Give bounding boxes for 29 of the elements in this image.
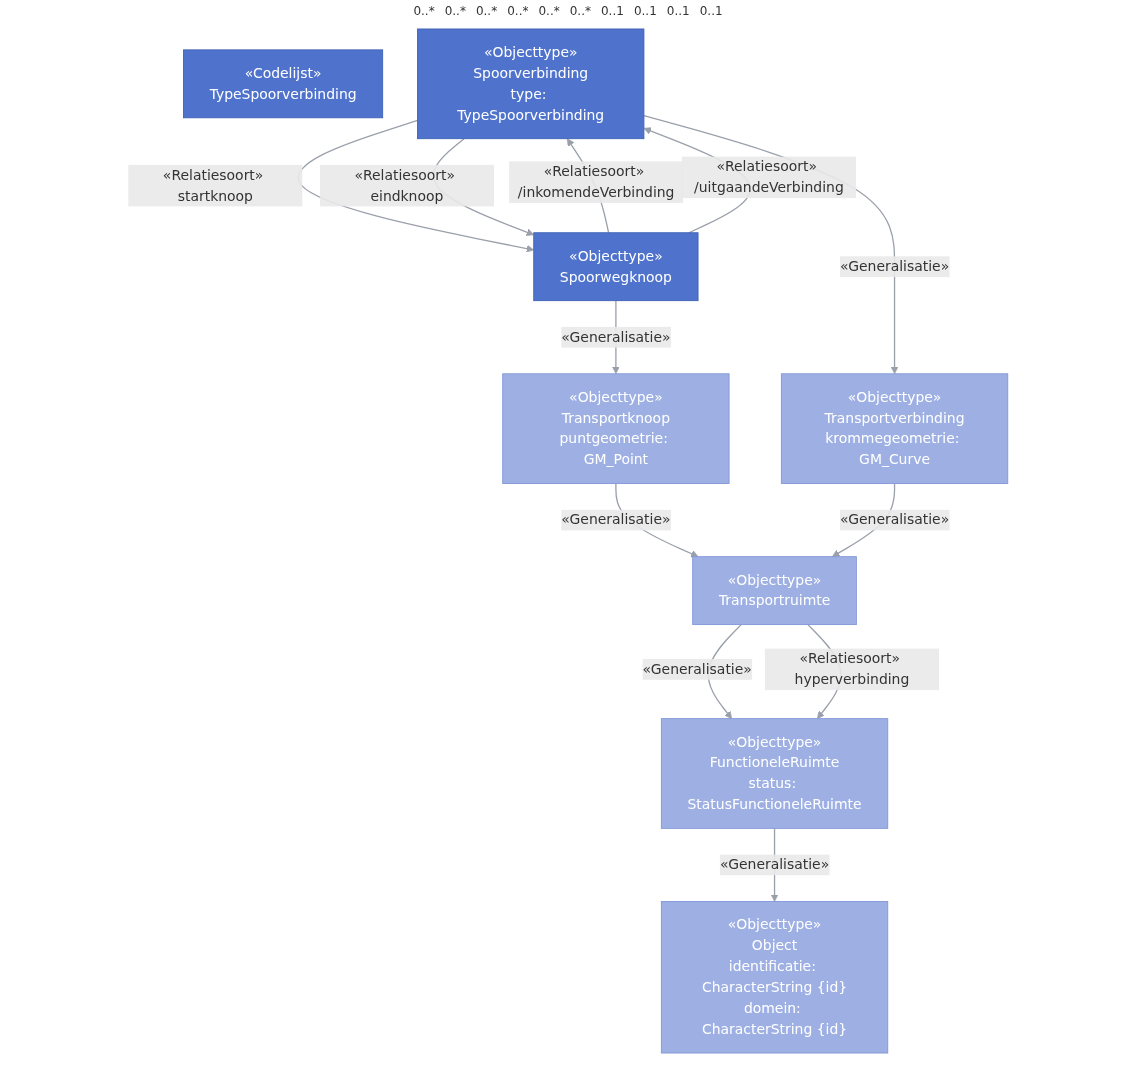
node-box: «Objecttype» Spoorverbinding type: TypeSpoorverbinding <box>417 28 645 140</box>
edge-label: «Relatiesoort» /uitgaandeVerbinding <box>694 158 844 196</box>
node-box: «Objecttype» FunctioneleRuimte status: StatusFunctioneleRuimte <box>660 718 889 829</box>
node-box: «Objecttype» Spoorwegknoop <box>533 232 699 302</box>
node-box: «Codelijst» TypeSpoorverbinding <box>183 49 384 119</box>
node-box: «Objecttype» Transportverbinding krommegeometrie: GM_Curve <box>780 373 1009 484</box>
multiplicity-label: 0..1 <box>666 4 690 18</box>
multiplicity-label: 0..* <box>444 4 466 18</box>
node-box: «Objecttype» Transportknoop puntgeometrie: GM_Point <box>502 373 730 484</box>
edge-label: «Generalisatie» <box>642 660 752 678</box>
multiplicity-label: 0..* <box>538 4 560 18</box>
multiplicity-label: 0..* <box>507 4 529 18</box>
multiplicity-label: 0..* <box>569 4 591 18</box>
edge-label: «Relatiesoort» startknoop <box>162 166 264 204</box>
multiplicity-label: 0..1 <box>633 4 657 18</box>
multiplicity-label: 0..* <box>475 4 498 18</box>
edge-label: «Generalisatie» <box>839 511 950 528</box>
edge-label: «Relatiesoort» eindknoop <box>354 166 455 204</box>
edge-label: «Relatiesoort» hyperverbinding <box>794 650 910 688</box>
edge-label: «Generalisatie» <box>561 511 671 528</box>
edge-label: «Generalisatie» <box>839 257 950 275</box>
multiplicity-label: 0..1 <box>601 4 624 18</box>
edge-label: «Generalisatie» <box>719 856 830 873</box>
edge-label: «Generalisatie» <box>561 328 671 346</box>
edge-label: «Relatiesoort» /inkomendeVerbinding <box>517 163 675 201</box>
multiplicity-label: 0..* <box>413 4 435 18</box>
node-box: «Objecttype» Transportruimte <box>692 556 857 626</box>
node-box: «Objecttype» Object identificatie: CharacterString {id} domein: CharacterString {id} <box>660 901 889 1054</box>
multiplicity-label: 0..1 <box>699 4 723 18</box>
